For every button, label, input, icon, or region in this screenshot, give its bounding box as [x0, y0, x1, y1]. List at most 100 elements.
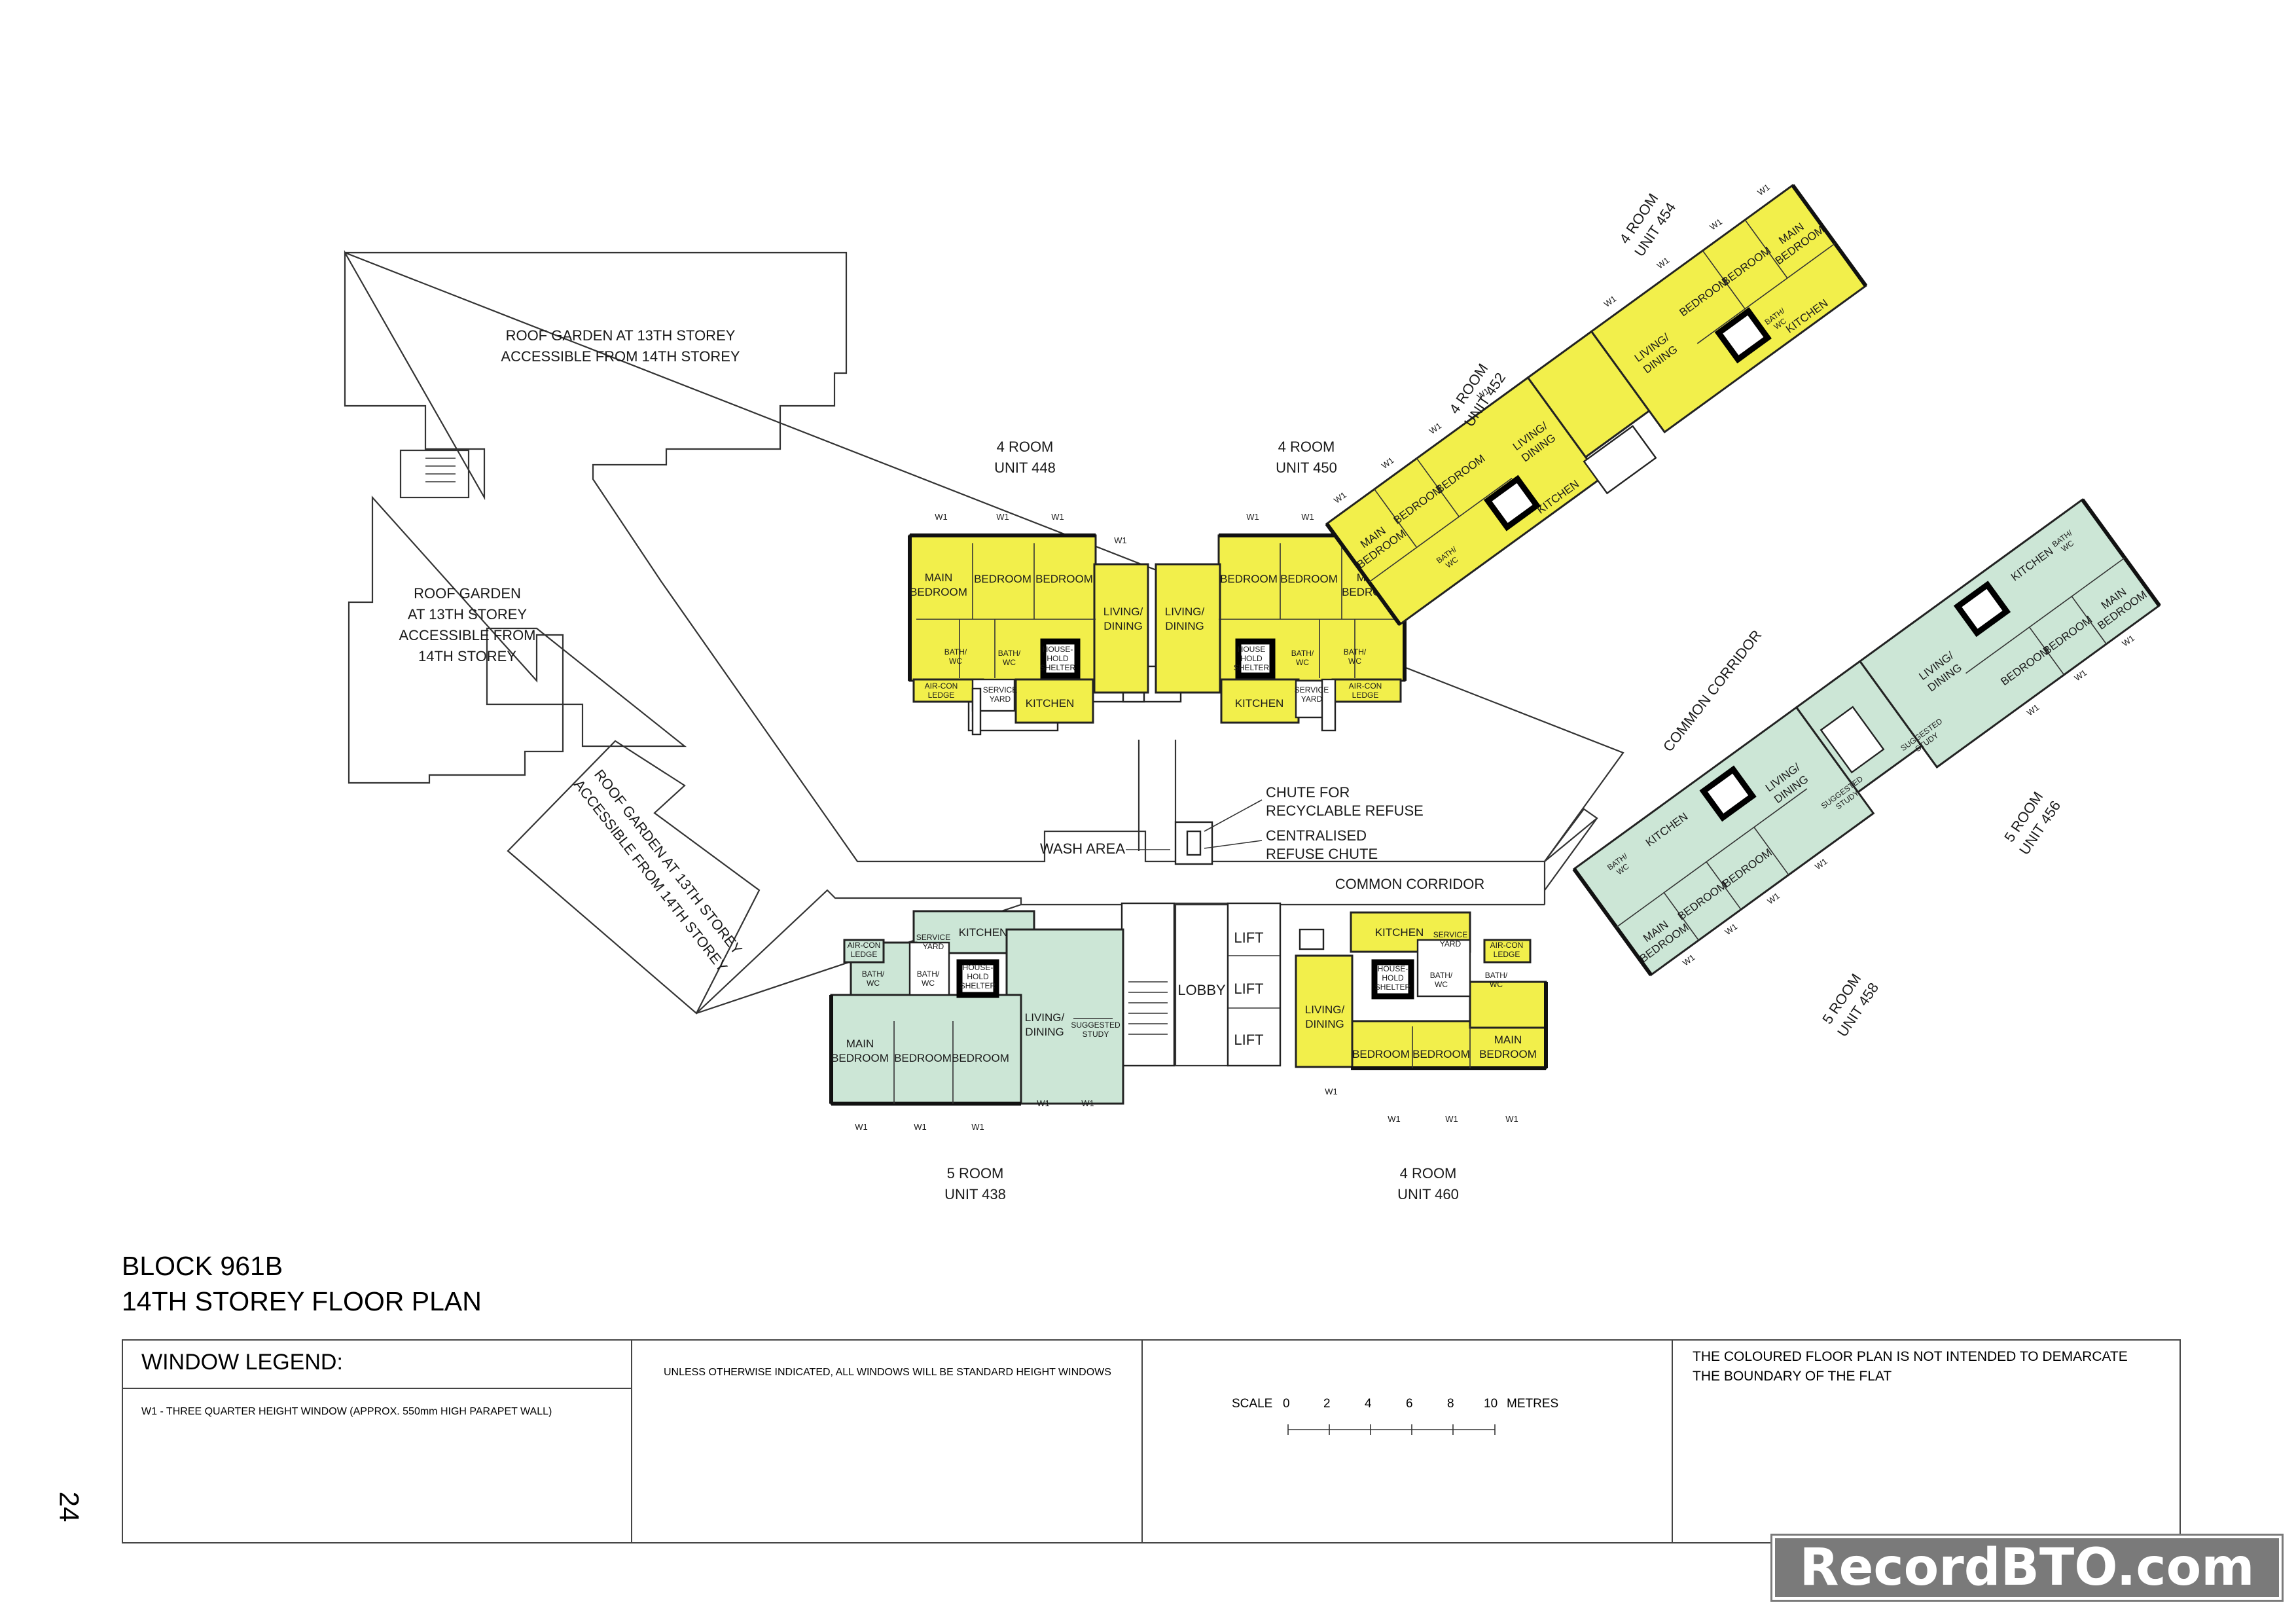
room-label: BATH/: [862, 969, 885, 979]
window-legend-heading: WINDOW LEGEND:: [123, 1341, 631, 1389]
household-shelter-448: [1040, 638, 1081, 679]
unit-438-type: 5 ROOM: [947, 1165, 1004, 1182]
room-label: BATH/: [1430, 971, 1453, 980]
standard-window-cell: UNLESS OTHERWISE INDICATED, ALL WINDOWS …: [632, 1341, 1143, 1542]
room-label: LIVING/: [1103, 605, 1143, 618]
unit-460-number: UNIT 460: [1397, 1186, 1459, 1202]
unit-438-number: UNIT 438: [944, 1186, 1006, 1202]
room-label: YARD: [923, 942, 944, 951]
room-label: WC: [867, 979, 880, 988]
wing-south-east: MAIN BEDROOM BEDROOM BEDROOM KITCHEN LIV…: [1572, 498, 2161, 977]
scale-bar: [1287, 1424, 1496, 1435]
unit-450-number: UNIT 450: [1276, 460, 1337, 476]
svg-text:ROOF GARDEN AT 13TH STOREY: ROOF GARDEN AT 13TH STOREY: [591, 767, 745, 958]
room-label: AIR-CON: [1349, 681, 1382, 691]
room-label: LIVING/: [1165, 605, 1205, 618]
room-label: STUDY: [1083, 1030, 1109, 1039]
room-label: BEDROOM: [974, 573, 1031, 585]
room-label: BEDROOM: [831, 1052, 889, 1064]
room-label: KITCHEN: [1026, 697, 1075, 710]
svg-text:W1: W1: [1655, 255, 1672, 271]
legend-table: WINDOW LEGEND: W1 - THREE QUARTER HEIGHT…: [122, 1339, 2181, 1543]
window-tag: W1: [935, 512, 948, 522]
room-label: LIVING/: [1305, 1003, 1345, 1016]
room-label: WC: [1348, 657, 1361, 666]
room-label: SHELTER: [1234, 663, 1270, 672]
wash-area-label: WASH AREA: [1040, 840, 1125, 857]
room-label: SERVICE: [1433, 930, 1467, 939]
room-label: LEDGE: [928, 691, 955, 700]
room-label: SUGGESTED: [1071, 1020, 1121, 1030]
room-label: BATH/: [998, 649, 1021, 658]
window-tag: W1: [1301, 512, 1314, 522]
svg-text:ROOF GARDEN: ROOF GARDEN: [414, 585, 521, 602]
room-label: BATH/: [1485, 971, 1508, 980]
room-label: SERVICE: [1295, 685, 1329, 695]
room-label: BEDROOM: [1352, 1048, 1410, 1060]
lift-shafts: [1227, 902, 1282, 1067]
room-label: HOUSE-: [963, 963, 994, 972]
room-label: DINING: [1025, 1026, 1064, 1038]
disclaimer: THE COLOURED FLOOR PLAN IS NOT INTENDED …: [1693, 1347, 2190, 1386]
storey-name: 14TH STOREY FLOOR PLAN: [122, 1286, 482, 1316]
room-label: LEDGE: [1494, 950, 1520, 959]
room-label: BATH/: [1291, 649, 1314, 658]
room-label: BEDROOM: [1479, 1048, 1537, 1060]
unit-450-type: 4 ROOM: [1278, 439, 1335, 455]
unit-458-label: 5 ROOM UNIT 458: [1819, 971, 1882, 1040]
room-label: BEDROOM: [1412, 1048, 1470, 1060]
room-label: WC: [922, 979, 935, 988]
window-tag: W1: [1246, 512, 1259, 522]
room-label: HOLD: [1240, 654, 1263, 663]
household-shelter-450: [1235, 638, 1276, 679]
svg-text:ACCESSIBLE FROM: ACCESSIBLE FROM: [399, 627, 535, 643]
svg-text:W1: W1: [1813, 856, 1829, 872]
unit-448-number: UNIT 448: [994, 460, 1056, 476]
lift-label-2: LIFT: [1234, 981, 1263, 997]
chute-recyclable-label: CHUTE FOR RECYCLABLE REFUSE: [1204, 784, 1424, 832]
svg-text:ACCESSIBLE FROM 14TH STOREY: ACCESSIBLE FROM 14TH STOREY: [501, 348, 740, 365]
scale-unit: METRES: [1507, 1397, 1559, 1411]
room-label: WC: [1435, 980, 1448, 989]
room-label: KITCHEN: [1235, 697, 1284, 710]
svg-text:W1: W1: [1723, 922, 1740, 937]
lift-label-1: LIFT: [1234, 929, 1263, 946]
room-label: MAIN: [846, 1038, 874, 1050]
svg-text:W1: W1: [1427, 421, 1444, 437]
svg-text:RECYCLABLE REFUSE: RECYCLABLE REFUSE: [1266, 803, 1424, 819]
window-tag: W1: [1505, 1114, 1518, 1124]
svg-text:W1: W1: [1755, 182, 1772, 198]
room-label: SERVICE: [916, 933, 950, 942]
svg-text:W1: W1: [2073, 668, 2089, 683]
room-label: AIR-CON: [848, 941, 881, 950]
room-label: MAIN: [925, 571, 953, 584]
window-tag: W1: [1325, 1087, 1338, 1096]
room-label: SHELTER: [1375, 983, 1411, 992]
room-label: SHELTER: [1040, 663, 1076, 672]
room-label: YARD: [1440, 939, 1462, 948]
scale-cell: SCALE 0 2 4 6 8 10 METRES: [1143, 1341, 1673, 1542]
room-label: KITCHEN: [1375, 926, 1424, 939]
roof-garden-left-label: ROOF GARDEN AT 13TH STOREY ACCESSIBLE FR…: [399, 585, 535, 664]
svg-text:W1: W1: [1765, 891, 1782, 907]
scale-tick: 4: [1365, 1397, 1372, 1411]
scale-tick: 6: [1406, 1397, 1413, 1411]
room-label: BEDROOM: [1035, 573, 1093, 585]
window-legend-cell: WINDOW LEGEND: W1 - THREE QUARTER HEIGHT…: [123, 1341, 632, 1542]
block-name: BLOCK 961B: [122, 1251, 283, 1281]
room-label: HOLD: [967, 972, 989, 981]
room-label: SERVICE: [983, 685, 1017, 695]
room-label: LEDGE: [851, 950, 878, 959]
unit-438: [829, 910, 1124, 1106]
disclaimer-cell: THE COLOURED FLOOR PLAN IS NOT INTENDED …: [1673, 1341, 2182, 1542]
svg-text:W1: W1: [1602, 294, 1619, 310]
window-tag: W1: [855, 1122, 868, 1132]
room-label: BATH/: [917, 969, 940, 979]
svg-text:CENTRALISED: CENTRALISED: [1266, 827, 1367, 844]
svg-text:W1: W1: [2120, 633, 2136, 649]
room-label: WC: [949, 657, 962, 666]
window-tag: W1: [1051, 512, 1064, 522]
svg-text:ROOF GARDEN AT 13TH STOREY: ROOF GARDEN AT 13TH STOREY: [506, 327, 736, 344]
scale-tick: 10: [1484, 1397, 1498, 1411]
